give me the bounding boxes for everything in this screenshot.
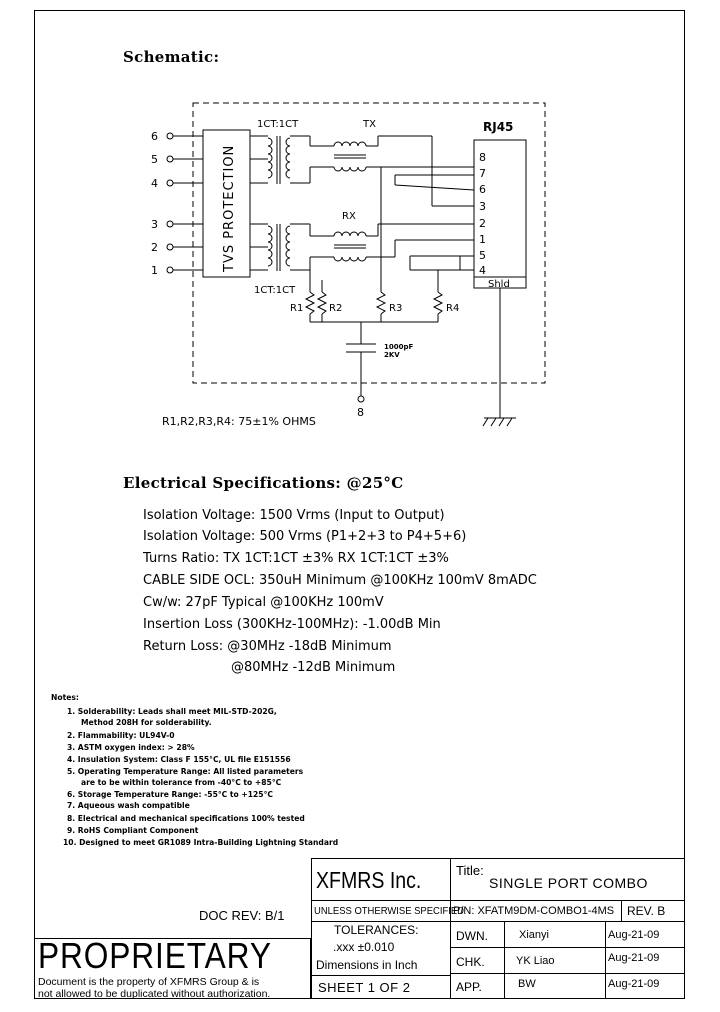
note-item: 3. ASTM oxygen index: > 28%	[67, 743, 195, 752]
tx-transformer	[267, 135, 379, 184]
left-pin-label: 5	[151, 153, 158, 166]
spec-line: Insertion Loss (300KHz-100MHz): -1.00dB …	[143, 617, 441, 632]
rj45-pin-label: 3	[479, 200, 486, 213]
electrical-heading: Electrical Specifications: @25°C	[123, 474, 404, 492]
rj45-label: RJ45	[483, 120, 513, 134]
proprietary-block	[34, 938, 311, 999]
unless-specified: UNLESS OTHERWISE SPECIFIED	[314, 905, 465, 917]
proprietary-label: PROPRIETARY	[38, 935, 272, 976]
dwn-label: DWN.	[456, 929, 488, 943]
spec-line: CABLE SIDE OCL: 350uH Minimum @100KHz 10…	[143, 573, 537, 588]
tolerance-value: .xxx ±0.010	[333, 940, 395, 954]
left-pin-label: 2	[151, 241, 158, 254]
capacitor-voltage: 2KV	[384, 351, 400, 359]
left-pin-connections	[166, 132, 203, 274]
shield-ground	[482, 288, 516, 427]
ct-bottom-label: 1CT:1CT	[254, 285, 296, 296]
tolerances-label: TOLERANCES:	[334, 923, 419, 937]
spec-line: @80MHz -12dB Minimum	[231, 660, 396, 675]
left-pin-label: 6	[151, 130, 158, 143]
note-item: 7. Aqueous wash compatible	[67, 801, 190, 810]
spec-line: Isolation Voltage: 500 Vrms (P1+2+3 to P…	[143, 529, 467, 544]
rj45-pin-label: 4	[479, 264, 486, 277]
dimensions-unit: Dimensions in Inch	[316, 958, 418, 972]
spec-line: Return Loss: @30MHz -18dB Minimum	[143, 639, 392, 654]
note-item: 10. Designed to meet GR1089 Intra-Buildi…	[63, 838, 339, 847]
note-item: 4. Insulation System: Class F 155°C, UL …	[67, 755, 291, 764]
spec-line: Cw/w: 27pF Typical @100KHz 100mV	[143, 595, 384, 610]
revision: REV. B	[627, 904, 666, 918]
resistor-label: R3	[389, 303, 402, 314]
rj45-pin-label: 6	[479, 183, 486, 196]
drawing-frame	[34, 10, 685, 999]
dwn-date: Aug-21-09	[608, 929, 660, 941]
spec-line: Isolation Voltage: 1500 Vrms (Input to O…	[143, 508, 445, 523]
part-number: P/N: XFATM9DM-COMBO1-4MS	[453, 905, 615, 917]
resistor-note: R1,R2,R3,R4: 75±1% OHMS	[162, 415, 316, 428]
tvs-protection-label: TVS PROTECTION	[222, 145, 237, 273]
title-label: Title:	[456, 863, 484, 878]
capacitor-value: 1000pF	[384, 343, 413, 351]
resistor-label: R1	[290, 303, 303, 314]
tvs-box	[202, 129, 251, 278]
rx-label: RX	[342, 211, 356, 222]
note-item: Method 208H for solderability.	[81, 718, 212, 727]
left-pin-label: 3	[151, 218, 158, 231]
note-item: 1. Solderability: Leads shall meet MIL-S…	[67, 707, 277, 716]
sheet-number: SHEET 1 OF 2	[318, 980, 411, 995]
left-pin-label: 1	[151, 264, 158, 277]
chk-date: Aug-21-09	[608, 952, 660, 964]
rj45-pin-label: 7	[479, 167, 486, 180]
chk-name: YK Liao	[516, 955, 555, 967]
app-name: BW	[518, 978, 536, 990]
app-date: Aug-21-09	[608, 978, 660, 990]
ground-pin-label: 8	[357, 406, 364, 419]
ct-top-label: 1CT:1CT	[257, 119, 299, 130]
resistor-label: R4	[446, 303, 459, 314]
note-item: 9. RoHS Compliant Component	[67, 826, 199, 835]
spec-line: Turns Ratio: TX 1CT:1CT ±3% RX 1CT:1CT ±…	[143, 551, 449, 566]
rj45-pin-label: 2	[479, 217, 486, 230]
left-pin-label: 4	[151, 177, 158, 190]
doc-rev: DOC REV: B/1	[199, 908, 285, 923]
tx-label: TX	[362, 119, 376, 130]
notes-title: Notes:	[51, 693, 79, 702]
resistor-network	[304, 167, 444, 323]
note-item: 8. Electrical and mechanical specificati…	[67, 814, 305, 823]
note-item: 2. Flammability: UL94V-0	[67, 731, 175, 740]
proprietary-line: not allowed to be duplicated without aut…	[38, 988, 271, 1000]
rx-transformer	[267, 223, 367, 271]
rj45-pin-label: 8	[479, 151, 486, 164]
app-date-cell	[605, 973, 685, 999]
shield-label: Shld	[488, 279, 510, 290]
rj45-pin-label: 5	[479, 249, 486, 262]
note-item: are to be within tolerance from -40°C to…	[81, 778, 282, 787]
schematic-heading: Schematic:	[123, 48, 220, 66]
company-name: XFMRS Inc.	[316, 867, 422, 893]
chk-label: CHK.	[456, 955, 485, 969]
rj45-pin-label: 1	[479, 233, 486, 246]
note-item: 5. Operating Temperature Range: All list…	[67, 767, 304, 776]
proprietary-line: Document is the property of XFMRS Group …	[38, 976, 260, 988]
capacitor	[346, 322, 376, 403]
dwn-name: Xianyi	[519, 929, 549, 941]
resistor-label: R2	[329, 303, 342, 314]
note-item: 6. Storage Temperature Range: -55°C to +…	[67, 790, 273, 799]
schematic-diagram: 6 5 4 3 2 1 TVS PROTECTION 1CT:1CT 1CT:1…	[151, 102, 546, 428]
title-value: SINGLE PORT COMBO	[489, 875, 648, 891]
app-label: APP.	[456, 980, 482, 994]
module-boundary	[192, 102, 546, 384]
